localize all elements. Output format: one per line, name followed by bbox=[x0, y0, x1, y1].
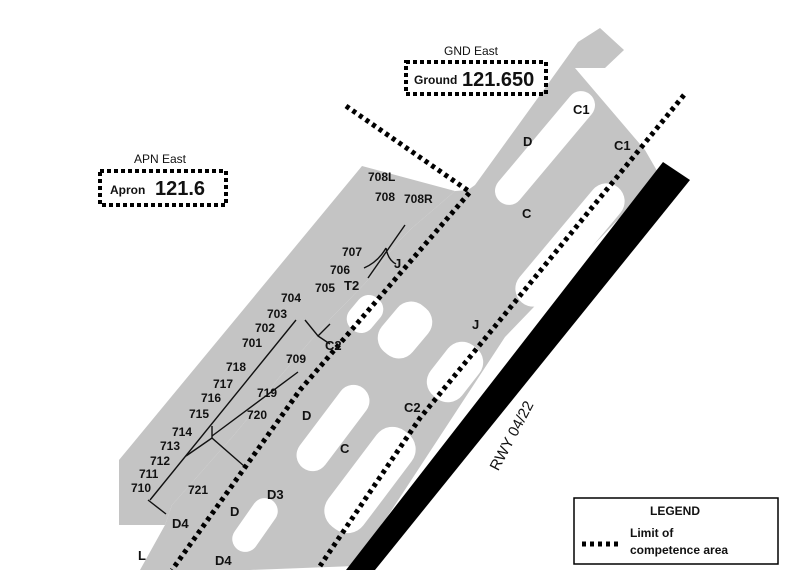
grass-island bbox=[495, 91, 595, 205]
grass-island bbox=[324, 426, 416, 534]
grass-island bbox=[296, 384, 370, 472]
taxiway-label: L bbox=[138, 548, 146, 563]
stand-label: 708R bbox=[404, 192, 433, 206]
stand-fork-lower bbox=[185, 426, 245, 467]
stand-label: 718 bbox=[226, 360, 246, 374]
taxiway-label: D bbox=[302, 408, 311, 423]
stand-label: 721 bbox=[188, 483, 208, 497]
frequency-ground: GND East Ground 121.650 bbox=[404, 44, 548, 96]
legend-line-1: Limit of bbox=[630, 526, 674, 540]
apron-freq-kind: Apron bbox=[110, 183, 145, 197]
competence-boundary bbox=[169, 93, 686, 570]
stand-lines bbox=[147, 224, 406, 515]
taxiway-label: T2 bbox=[344, 278, 359, 293]
apron-freq-name: APN East bbox=[134, 152, 187, 166]
legend-box bbox=[573, 497, 779, 565]
stand-label: 708L bbox=[368, 170, 395, 184]
grass-island bbox=[515, 183, 625, 307]
grass-island bbox=[232, 498, 278, 552]
lead-in-line-lower bbox=[211, 371, 299, 437]
stand-label: 706 bbox=[330, 263, 350, 277]
stand-label: 708 bbox=[375, 190, 395, 204]
stand-label: 720 bbox=[247, 408, 267, 422]
legend: LEGEND Limit of competence area bbox=[573, 497, 779, 565]
stand-label: 714 bbox=[172, 425, 192, 439]
taxiway-label: D bbox=[523, 134, 532, 149]
stand-label: 716 bbox=[201, 391, 221, 405]
grass-islands bbox=[232, 91, 625, 552]
stand-label: 703 bbox=[267, 307, 287, 321]
taxiway-label: C1 bbox=[573, 102, 590, 117]
taxiway-label: D bbox=[230, 504, 239, 519]
ground-freq-value: 121.650 bbox=[462, 69, 534, 91]
stand-label: 711 bbox=[139, 467, 159, 481]
taxiway-label: C2 bbox=[404, 400, 421, 415]
stand-label: 702 bbox=[255, 321, 275, 335]
stand-end-line bbox=[147, 499, 167, 515]
stand-labels: 708L 708 708R 707 706 705 704 703 702 70… bbox=[131, 170, 433, 497]
apron-freq-value: 121.6 bbox=[155, 178, 205, 200]
boundary-runway-side bbox=[317, 93, 686, 568]
legend-line-2: competence area bbox=[630, 543, 728, 557]
stand-label: 717 bbox=[213, 377, 233, 391]
legend-title: LEGEND bbox=[650, 504, 700, 518]
taxiway-label: C2 bbox=[325, 338, 342, 353]
ground-freq-kind: Ground bbox=[414, 73, 457, 87]
stand-label: 712 bbox=[150, 454, 170, 468]
taxiway-label: C bbox=[522, 206, 532, 221]
stand-label: 707 bbox=[342, 245, 362, 259]
lead-in-line-middle bbox=[149, 319, 297, 501]
ground-freq-box bbox=[404, 60, 548, 96]
runway-04-22 bbox=[346, 162, 690, 570]
taxiway-label: D4 bbox=[215, 553, 232, 568]
stand-label: 705 bbox=[315, 281, 335, 295]
taxiway-label: D4 bbox=[172, 516, 189, 531]
frequency-apron: APN East Apron 121.6 bbox=[98, 152, 228, 207]
stand-label: 701 bbox=[242, 336, 262, 350]
taxiway-labels: C1 C1 D C J T2 C2 J C2 D C D3 D4 D D4 L bbox=[138, 102, 631, 568]
stand-fork-c2 bbox=[304, 319, 331, 345]
apron-freq-box bbox=[98, 169, 228, 207]
taxiway-label: C bbox=[340, 441, 350, 456]
ground-freq-name: GND East bbox=[444, 44, 499, 58]
taxiway-label: C1 bbox=[614, 138, 631, 153]
stand-label: 719 bbox=[257, 386, 277, 400]
stand-label: 710 bbox=[131, 481, 151, 495]
stand-label: 715 bbox=[189, 407, 209, 421]
stand-label: 704 bbox=[281, 291, 301, 305]
taxiway-label: D3 bbox=[267, 487, 284, 502]
stand-label: 713 bbox=[160, 439, 180, 453]
boundary-apron-side bbox=[169, 103, 474, 570]
grass-island bbox=[377, 301, 433, 359]
stand-label: 709 bbox=[286, 352, 306, 366]
taxiway-label: J bbox=[394, 256, 401, 271]
stand-fork-j bbox=[363, 247, 397, 269]
taxiway-label: J bbox=[472, 317, 479, 332]
